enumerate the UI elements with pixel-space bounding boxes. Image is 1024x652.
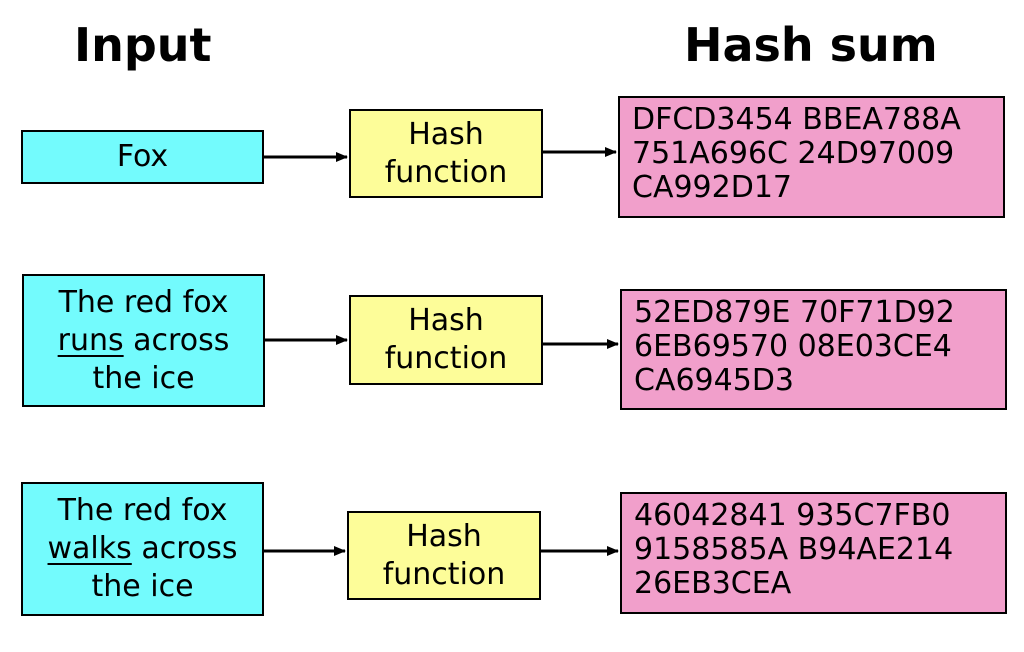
input-text-line: the ice bbox=[92, 360, 195, 396]
hash-sum-line: 751A696C 24D97009 bbox=[632, 136, 955, 171]
input-box-2: The red fox runs across the ice bbox=[22, 274, 265, 407]
hash-sum-heading: Hash sum bbox=[684, 18, 938, 72]
hash-sum-line: DFCD3454 BBEA788A bbox=[632, 102, 961, 137]
hash-sum-line: 46042841 935C7FB0 bbox=[634, 498, 951, 533]
input-box-3: The red fox walks across the ice bbox=[21, 482, 264, 616]
function-label-line: Hash bbox=[408, 303, 484, 338]
hash-sum-line: 6EB69570 08E03CE4 bbox=[634, 329, 952, 364]
function-label-line: Hash bbox=[406, 518, 482, 554]
hash-sum-box-3: 46042841 935C7FB0 9158585A B94AE214 26EB… bbox=[620, 492, 1007, 614]
function-label-line: Hash bbox=[408, 116, 484, 152]
hash-sum-line: 9158585A B94AE214 bbox=[634, 532, 954, 567]
hash-sum-line: 26EB3CEA bbox=[634, 566, 792, 601]
input-text-fragment: across bbox=[123, 322, 230, 358]
hash-sum-line: CA992D17 bbox=[632, 170, 793, 205]
function-label-line: function bbox=[384, 154, 508, 190]
input-text-fragment: across bbox=[131, 531, 238, 566]
input-heading: Input bbox=[74, 18, 212, 72]
changed-word: walks bbox=[47, 531, 132, 566]
function-label-line: function bbox=[382, 556, 506, 592]
input-text-line: runs across bbox=[58, 322, 230, 360]
changed-word: runs bbox=[57, 322, 124, 358]
hash-sum-box-2: 52ED879E 70F71D92 6EB69570 08E03CE4 CA69… bbox=[620, 289, 1007, 410]
input-text-line: the ice bbox=[91, 569, 194, 604]
hash-sum-line: 52ED879E 70F71D92 bbox=[634, 295, 955, 330]
input-text-line: Fox bbox=[116, 139, 169, 174]
input-box-1: Fox bbox=[21, 130, 264, 184]
hash-sum-line: CA6945D3 bbox=[634, 363, 795, 398]
input-text-line: walks across bbox=[48, 530, 238, 568]
input-text-line: The red fox bbox=[58, 284, 229, 320]
hash-sum-box-1: DFCD3454 BBEA788A 751A696C 24D97009 CA99… bbox=[618, 96, 1005, 218]
hash-function-box-1: Hash function bbox=[349, 109, 543, 198]
hash-function-box-3: Hash function bbox=[347, 511, 541, 600]
hash-function-box-2: Hash function bbox=[349, 295, 543, 385]
input-text-line: The red fox bbox=[57, 493, 228, 528]
function-label-line: function bbox=[384, 341, 508, 376]
